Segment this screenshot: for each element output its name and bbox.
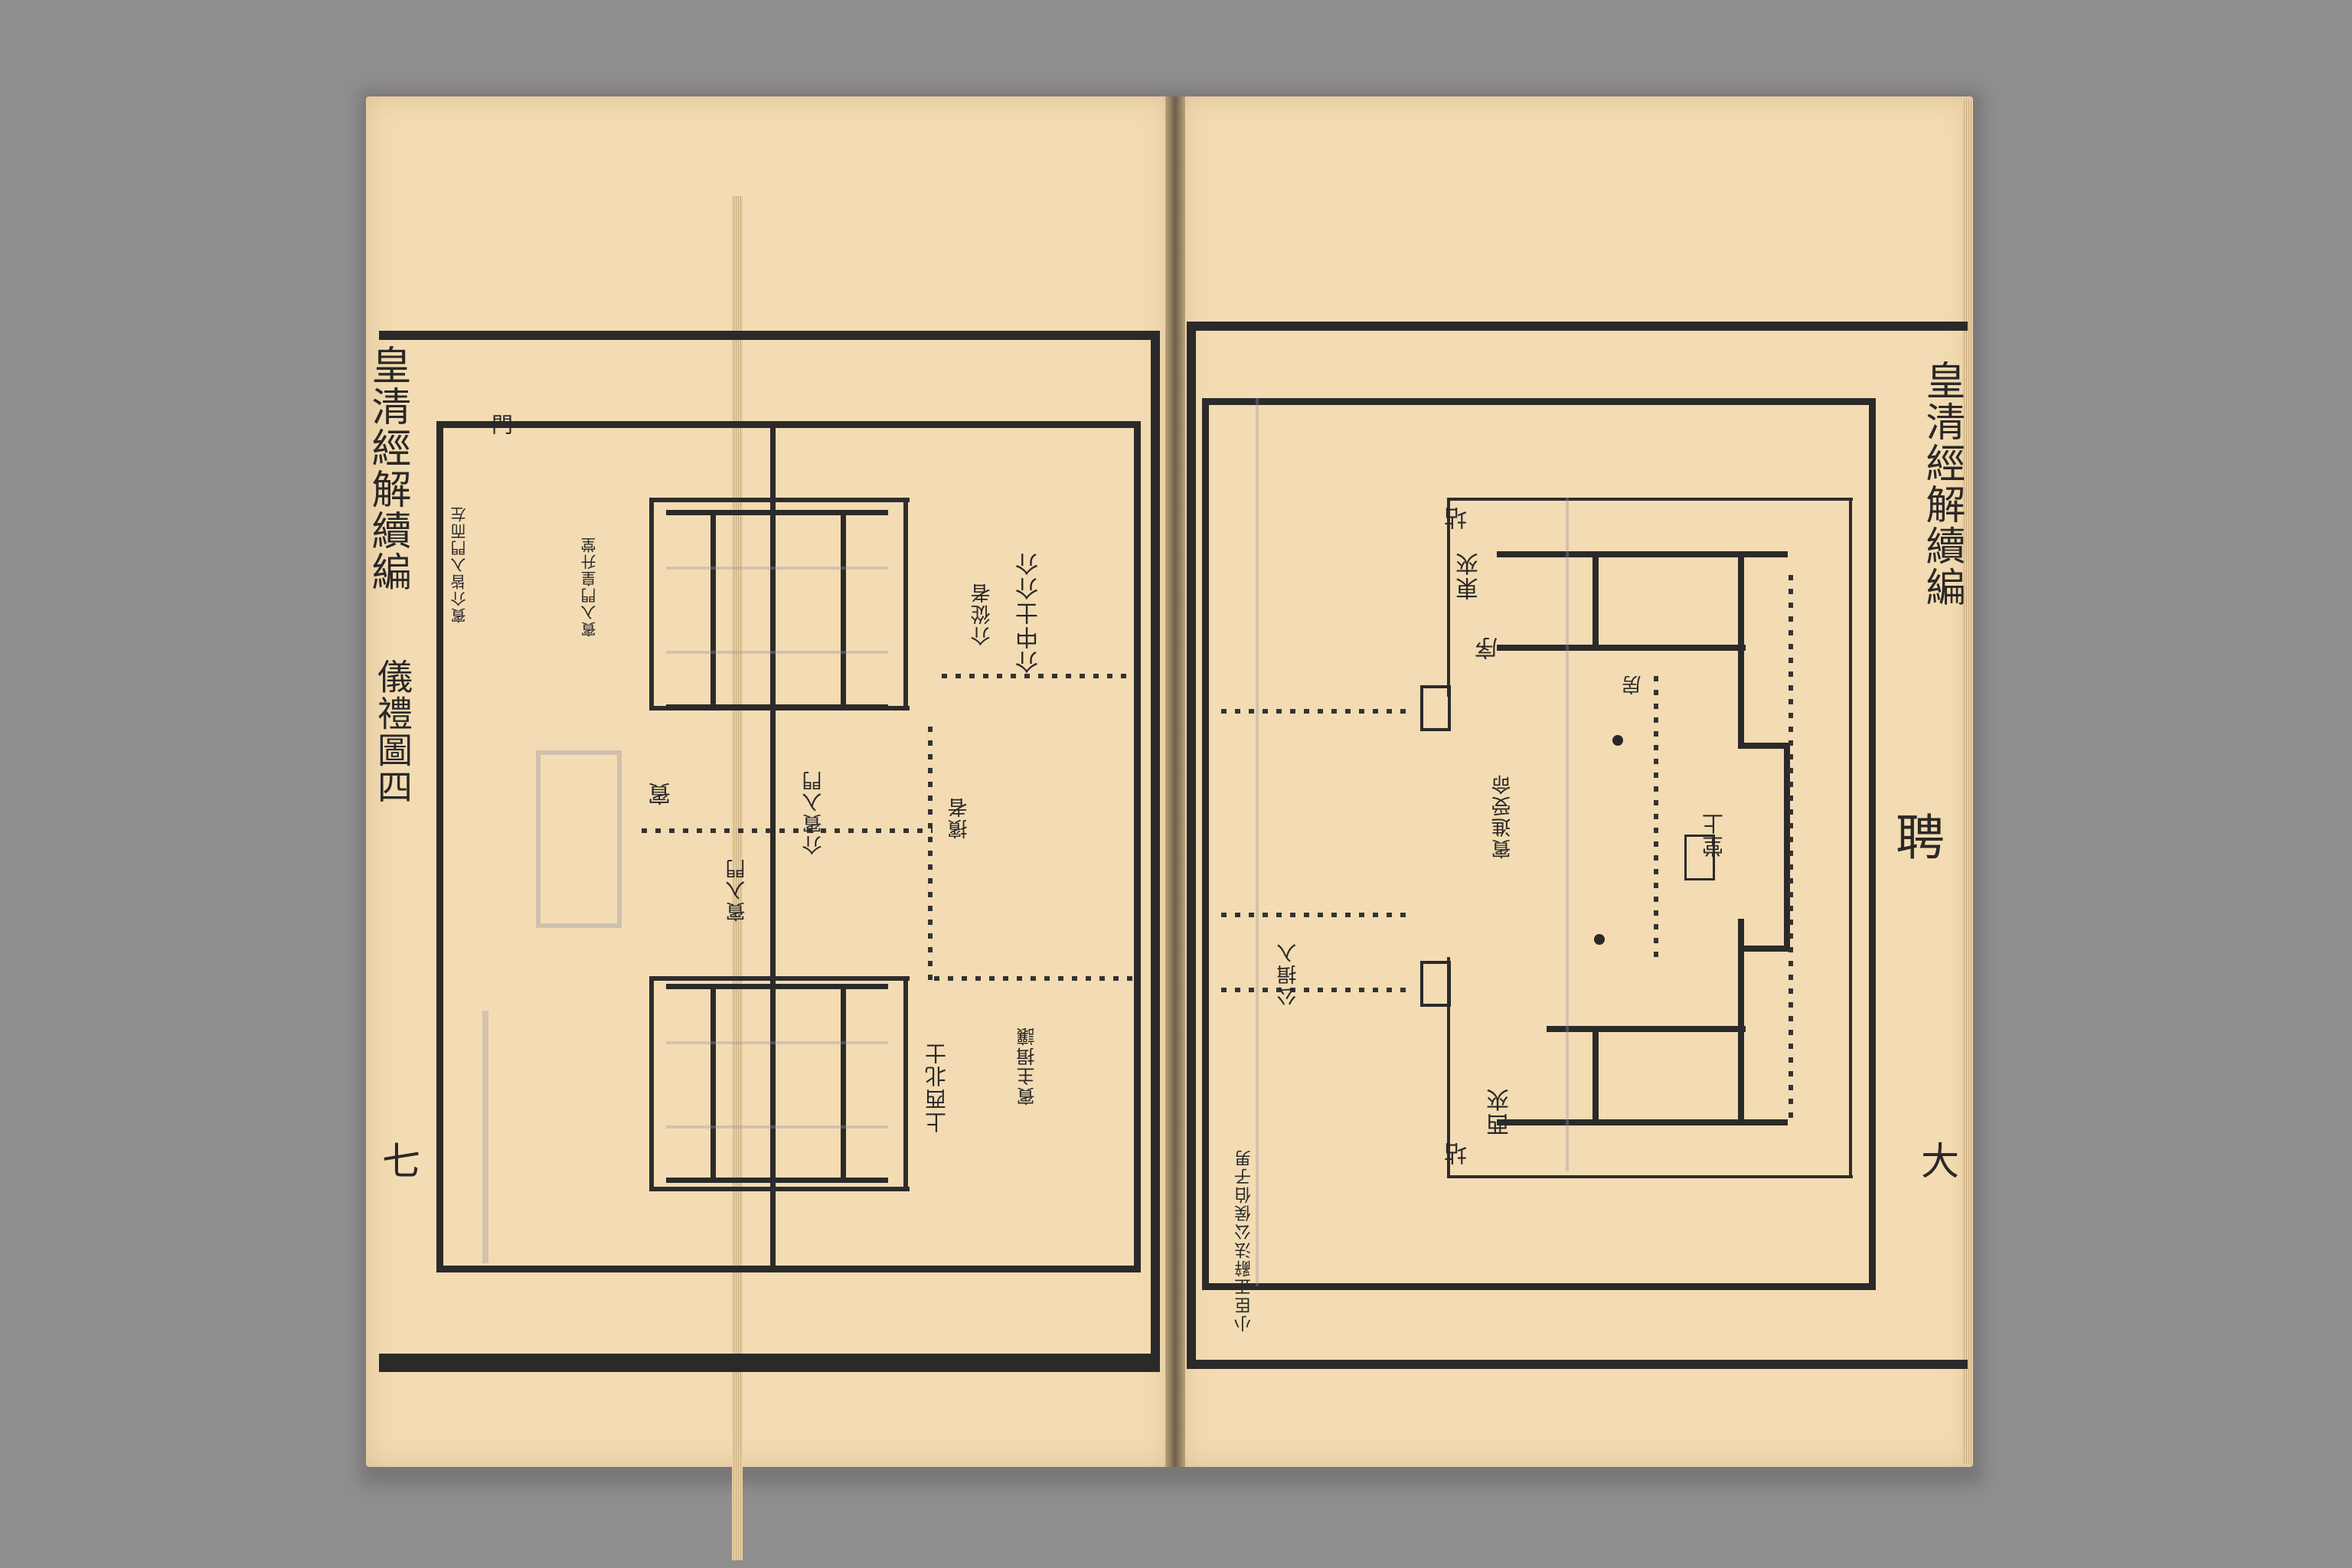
room-label-a: 堂上 — [1701, 812, 1726, 858]
right-section-title: 聘 — [1887, 812, 1944, 862]
hall-outline-left-b — [1447, 957, 1450, 1178]
mid-label-right-a: 賓進受命 — [1491, 773, 1514, 859]
left-center-line — [770, 425, 776, 1267]
upper-hall-beam-1 — [666, 510, 888, 515]
position-dot-1 — [1612, 735, 1623, 746]
room-side-2 — [1592, 1026, 1599, 1125]
upper-hall-right — [903, 498, 908, 710]
room-dotted-right — [1788, 567, 1793, 1118]
notes-1: 賓介皆入門而左 — [450, 505, 469, 623]
lower-hall-beam-1 — [666, 984, 888, 989]
room-post-4 — [1738, 743, 1788, 749]
lower-hall-ghost-1 — [666, 1041, 888, 1044]
left-procession-line-1 — [642, 828, 933, 833]
left-procession-line-3 — [934, 976, 1141, 981]
left-margin-title: 皇清經解續編 — [364, 345, 410, 593]
room-label-d: 房 — [1622, 674, 1645, 695]
upper-hall-ghost-2 — [666, 651, 888, 654]
room-label-b: 東夾 — [1456, 551, 1483, 600]
lower-hall-right — [903, 976, 908, 1191]
room-dotted-inner — [1654, 674, 1658, 957]
left-ghost-walk-2 — [482, 1011, 488, 1263]
upper-hall-top — [649, 498, 910, 502]
right-inner-frame — [1202, 398, 1876, 1290]
left-bottom-rule — [379, 1354, 1160, 1363]
right-procession-line-1 — [1221, 709, 1413, 714]
right-margin-title: 皇清經解續編 — [1919, 360, 1965, 608]
room-wall-top-2 — [1497, 645, 1746, 651]
left-chapter-label: 儀禮圖四 — [372, 658, 413, 805]
corner-label-b: 坫 — [1445, 1141, 1472, 1165]
bottom-label: 上西北士 — [924, 1041, 949, 1133]
hall-outline-bottom — [1447, 1175, 1853, 1178]
left-outer-frame — [379, 331, 1160, 1372]
right-ghost-2 — [1566, 498, 1569, 1171]
top-right-label: 介中士介介 — [1016, 551, 1043, 674]
upper-hall-beam-2 — [666, 704, 888, 710]
upper-hall-left — [649, 498, 654, 710]
step-box-1 — [1420, 685, 1451, 731]
room-wall-bottom-1 — [1497, 1119, 1788, 1125]
hall-outline-left-a — [1447, 498, 1450, 697]
right-procession-line-2 — [1221, 913, 1413, 917]
notes-3: 賓主揖讓 — [1017, 1026, 1038, 1106]
hall-outline-right — [1849, 498, 1852, 1178]
lower-hall-left — [649, 976, 654, 1191]
right-outer-frame — [1187, 322, 1968, 1369]
left-ghost-walk-1 — [536, 750, 622, 928]
room-post-5 — [1738, 946, 1788, 952]
book-gutter — [1165, 96, 1185, 1467]
upper-hall-post-1 — [710, 514, 716, 706]
left-fore-edge — [732, 196, 743, 1560]
mid-label-a: 介賓入門 — [802, 769, 825, 855]
right-folio-mark: 大 — [1915, 1141, 1959, 1181]
left-procession-line-2 — [942, 674, 1133, 678]
hall-outline-top — [1447, 498, 1853, 501]
corner-label-a: 坫 — [1445, 505, 1472, 530]
upper-hall-post-2 — [841, 514, 846, 706]
mid-label-c: 擯者 — [948, 796, 971, 839]
right-ghost-1 — [1256, 398, 1259, 1286]
mid-label-d: 賓 — [648, 781, 675, 805]
mid-label-b: 賓入門 — [726, 858, 749, 922]
notes-2: 賓入門皇升堂 — [580, 536, 599, 637]
inner-seat-box — [1684, 835, 1715, 880]
top-right-label-2: 介從者 — [971, 582, 994, 646]
upper-hall-ghost-1 — [666, 567, 888, 570]
right-fore-edge — [1962, 100, 1973, 1464]
lower-hall-post-1 — [710, 988, 716, 1179]
room-label-c: 西夾 — [1487, 1087, 1514, 1136]
room-side-1 — [1592, 551, 1599, 651]
room-label-e: 序 — [1475, 635, 1502, 660]
room-wall-bottom-2 — [1547, 1026, 1746, 1032]
lower-hall-ghost-2 — [666, 1125, 888, 1129]
lower-hall-post-2 — [841, 988, 846, 1179]
step-box-2 — [1420, 961, 1451, 1007]
gate-label: 門 — [488, 413, 514, 436]
right-notes: 小臣正辭法公侯伯子男 — [1235, 1148, 1254, 1332]
right-procession-line-3 — [1221, 988, 1413, 992]
lower-hall-beam-2 — [666, 1178, 888, 1183]
room-post-3 — [1784, 743, 1790, 949]
left-page — [366, 96, 1170, 1560]
left-procession-vert-1 — [928, 720, 933, 980]
mid-label-right-b: 公揖入 — [1277, 942, 1300, 1006]
lower-hall-top — [649, 976, 910, 981]
room-post-1 — [1738, 551, 1744, 743]
left-folio-mark: 七 — [376, 1141, 420, 1181]
room-wall-top-1 — [1497, 551, 1788, 557]
room-post-2 — [1738, 919, 1744, 1125]
left-inner-frame — [436, 421, 1141, 1272]
lower-hall-bottom — [649, 1187, 910, 1191]
position-dot-2 — [1594, 934, 1605, 945]
